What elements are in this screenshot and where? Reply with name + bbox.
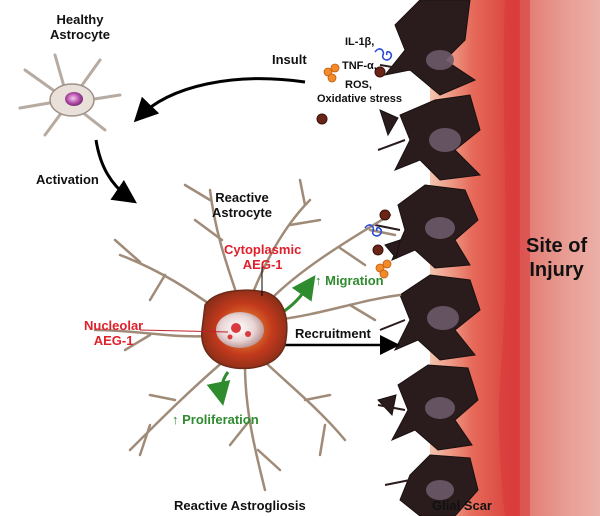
cytokine-label-ros: ROS, <box>345 79 372 91</box>
insult-arrow <box>133 77 306 123</box>
proliferation-arrow <box>206 371 231 406</box>
healthy-astrocyte-cell <box>18 53 122 137</box>
proliferation-label: ↑ Proliferation <box>172 412 259 427</box>
migration-arrow <box>282 275 316 314</box>
glial-scar-label: Glial Scar <box>432 498 492 513</box>
recruitment-label: Recruitment <box>295 326 371 341</box>
reactive-astrogliosis-label: Reactive Astrogliosis <box>174 498 306 513</box>
insult-label: Insult <box>272 52 307 67</box>
scar-cell-texture <box>425 50 461 500</box>
activation-arrow <box>94 139 137 204</box>
reactive-astrocyte-soma <box>201 289 288 370</box>
glial-scar-cells <box>377 0 482 516</box>
site-of-injury-label: Site of Injury <box>526 235 588 281</box>
cytokine-label-tnfa: TNF-α, <box>342 60 377 72</box>
cytokine-label-oxidative-stress: Oxidative stress <box>317 93 402 105</box>
cytokine-particles <box>316 48 393 279</box>
nucleolar-aeg1-pointer <box>139 329 229 333</box>
cytokine-label-il1b: IL-1β, <box>345 36 375 48</box>
reactive-astrocyte-processes <box>93 178 402 492</box>
reactive-astrocyte-label: Reactive Astrocyte <box>212 190 272 220</box>
migration-label: ↑ Migration <box>315 273 384 288</box>
cytoplasmic-aeg1-label: Cytoplasmic AEG-1 <box>224 242 302 272</box>
healthy-astrocyte-label: Healthy Astrocyte <box>50 12 110 42</box>
activation-label: Activation <box>36 172 99 187</box>
scar-processes <box>374 64 411 486</box>
nucleolar-aeg1-label: Nucleolar AEG-1 <box>84 318 144 348</box>
